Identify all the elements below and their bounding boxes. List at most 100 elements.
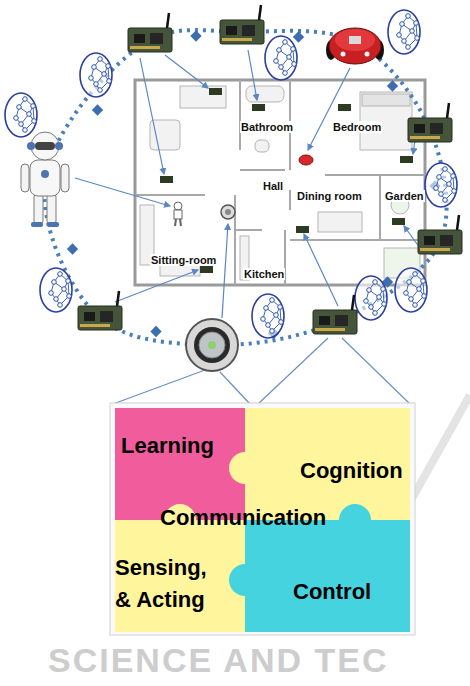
mote-antenna — [457, 215, 459, 230]
puzzle-shape — [115, 408, 245, 520]
graph-node — [58, 303, 63, 308]
graph-node — [283, 71, 288, 76]
room-label: Sitting-room — [150, 254, 217, 266]
mote-board — [78, 306, 122, 330]
mote-chip — [226, 26, 237, 35]
mote-antenna — [447, 103, 449, 118]
inner-walls — [235, 229, 262, 231]
graph-node — [406, 14, 411, 19]
pointer-arrow — [304, 234, 338, 306]
graph-node — [287, 55, 292, 60]
sensor-mote — [220, 5, 264, 44]
graph-node — [266, 323, 271, 328]
label-holder: SCIENCE AND TEC — [48, 641, 388, 680]
leader-lines — [113, 338, 410, 404]
mote-chip — [134, 34, 145, 43]
small-nao-robot — [174, 210, 182, 219]
piece-tab — [339, 504, 371, 536]
graph-node — [437, 175, 442, 180]
robot-sensor — [341, 52, 346, 57]
pointer-arrow — [75, 178, 170, 206]
inner-walls — [239, 80, 241, 150]
graph-node — [422, 294, 427, 299]
mote-chip — [335, 315, 348, 326]
label-holder: Sitting-room — [150, 254, 217, 266]
graph-node — [439, 192, 444, 197]
small-mote-icons — [160, 176, 173, 183]
puzzle-piece: Sensing, & Acting — [115, 520, 245, 632]
label-holder: Hall — [262, 180, 284, 192]
mote-chip — [414, 124, 425, 133]
graph-node — [410, 29, 415, 34]
furniture — [362, 94, 410, 106]
network-graph — [425, 163, 457, 207]
mote-connector — [420, 248, 450, 251]
graph-node — [413, 303, 418, 308]
graph-node — [404, 291, 409, 296]
graph-node — [407, 280, 412, 285]
center-label: Communication — [160, 505, 326, 531]
graph-node — [413, 272, 418, 277]
graph-node — [23, 97, 28, 102]
graph-node — [443, 198, 448, 203]
furniture — [255, 140, 269, 152]
graph-node — [447, 182, 452, 187]
piece-body — [115, 520, 245, 632]
nao-robot — [21, 132, 69, 227]
small-roomba — [221, 205, 235, 219]
ring-diamond — [150, 326, 161, 337]
inner-walls — [135, 194, 205, 196]
small-mote-icons — [200, 266, 213, 273]
graph-node — [270, 329, 275, 334]
piece-body — [115, 408, 245, 520]
ring-diamond — [293, 31, 304, 42]
inner-walls — [135, 80, 425, 285]
graph-node — [17, 105, 22, 110]
label-holder: Communication — [160, 505, 326, 531]
graph-node — [417, 287, 422, 292]
mote-antenna — [117, 291, 119, 306]
graph-node — [274, 313, 279, 318]
graph-node — [279, 65, 284, 70]
graph-node — [369, 305, 374, 310]
roomba-ring — [194, 327, 230, 363]
graph-node — [397, 33, 402, 38]
graph-node — [107, 79, 112, 84]
roomba-robot — [186, 319, 238, 371]
pointer-arrow — [222, 224, 228, 318]
graph-node — [261, 317, 266, 322]
graph-node — [414, 21, 419, 26]
graph-node — [367, 288, 372, 293]
mote-chip — [150, 33, 163, 44]
graph-node — [409, 297, 414, 302]
mote-chip — [430, 123, 443, 134]
mote-board — [418, 230, 462, 254]
small-nao-robot — [175, 219, 176, 226]
graph-node — [98, 57, 103, 62]
watermark: SCIENCE AND TEC — [48, 641, 388, 680]
piece-tab — [229, 452, 261, 484]
outer-wall — [135, 80, 425, 285]
graph-node — [377, 295, 382, 300]
graph-node — [402, 39, 407, 44]
graph-node — [102, 72, 107, 77]
room-label: Bathroom — [240, 121, 294, 133]
graph-loop — [252, 294, 284, 338]
network-graph — [388, 10, 420, 54]
small-mote-icons — [338, 104, 351, 111]
room-label: Hall — [262, 180, 284, 192]
robot-panel — [349, 36, 361, 44]
graph-loop — [388, 10, 420, 54]
nao-arm — [21, 164, 29, 192]
label-holder: Bedroom — [332, 121, 382, 133]
network-graph — [395, 268, 427, 312]
mote-antenna — [352, 295, 354, 310]
graph-node — [14, 116, 19, 121]
robot-body — [329, 28, 381, 64]
furniture — [140, 86, 420, 280]
inner-walls — [325, 174, 425, 176]
graph-node — [106, 64, 111, 69]
leader-line — [113, 370, 205, 404]
small-nao-robot — [180, 219, 181, 226]
graph-node — [278, 305, 283, 310]
